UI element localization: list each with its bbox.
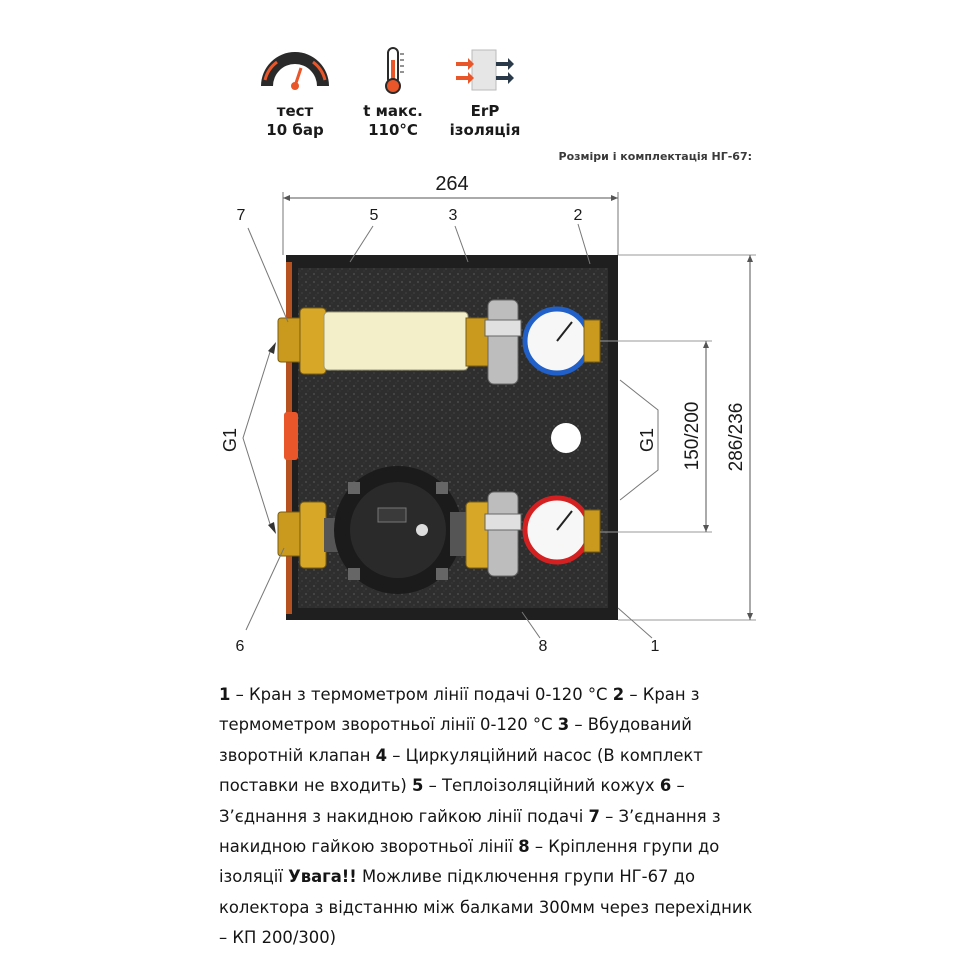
spec-line1: ErP: [470, 102, 500, 120]
left-thread-label: G1: [220, 428, 240, 452]
spec-temperature: t макс.110°C: [338, 46, 448, 140]
legend-text: – З’єднання з накидною гайкою лінії пода…: [219, 776, 685, 826]
inner-height-label: 150/200: [682, 402, 703, 471]
callout-1: 1: [651, 638, 660, 655]
callout-2: 2: [574, 207, 583, 224]
legend-num: 4: [375, 745, 388, 765]
callout-7: 7: [237, 207, 246, 224]
legend-num: 1: [219, 685, 231, 704]
spec-line2: ізоляція: [449, 121, 521, 139]
legend-text: – З’єднання з накидною гайкою зворотньої…: [219, 806, 721, 857]
width-dimension: 264: [282, 173, 619, 255]
erp-insulation-icon: [456, 49, 514, 91]
return-line-assembly: [277, 299, 601, 385]
spec-line1: t макс.: [363, 102, 423, 120]
outer-height-label: 286/236: [726, 403, 747, 472]
callout-8: 8: [539, 638, 548, 655]
warning-label: Увага!!: [288, 867, 357, 887]
legend-num: 8: [518, 837, 530, 857]
inner-height-dimension: 150/200: [600, 340, 712, 533]
width-label: 264: [435, 173, 468, 195]
legend-num: 3: [557, 715, 570, 735]
right-thread-label: G1: [637, 428, 657, 452]
warning-text: Можливе підключення групи НГ-67 до колек…: [219, 867, 753, 948]
legend-text: – Кран з термометром лінії подачі 0-120 …: [230, 685, 613, 704]
left-thread-dimension: G1: [220, 342, 276, 534]
legend-num: 6: [659, 776, 672, 796]
component-legend: 1 – Кран з термометром лінії подачі 0-12…: [219, 680, 759, 954]
callout-5: 5: [370, 207, 379, 224]
mounting-hole: [551, 423, 581, 453]
legend-num: 5: [411, 776, 424, 796]
callout-leaders: [245, 223, 653, 639]
legend-text: – Теплоізоляційний кожух: [423, 776, 660, 796]
callout-6: 6: [236, 638, 245, 655]
callout-3: 3: [449, 207, 458, 224]
legend-text: – Циркуляційний насос (В комплект постав…: [219, 745, 703, 796]
legend-num: 2: [612, 685, 625, 704]
supply-line-assembly: [277, 466, 601, 594]
thermometer-icon: [385, 47, 404, 94]
spec-line1: тест: [276, 102, 314, 120]
legend-text: – Вбудований зворотній клапан: [219, 715, 692, 765]
outer-height-dimension: 286/236: [618, 254, 756, 621]
pressure-gauge-icon: [261, 52, 329, 90]
technical-drawing: 264: [220, 173, 756, 655]
orange-plug: [284, 412, 298, 460]
spec-line2: 110°C: [368, 121, 418, 139]
spec-line2: 10 бар: [266, 121, 324, 139]
section-subtitle: Розміри і комплектація НГ-67:: [558, 150, 752, 163]
right-thread-dimension: G1: [619, 379, 659, 501]
legend-num: 7: [588, 806, 600, 826]
legend-text: – Кран з термометром зворотньої лінії 0-…: [219, 685, 700, 735]
legend-text: – Кріплення групи до ізоляції: [219, 837, 720, 887]
